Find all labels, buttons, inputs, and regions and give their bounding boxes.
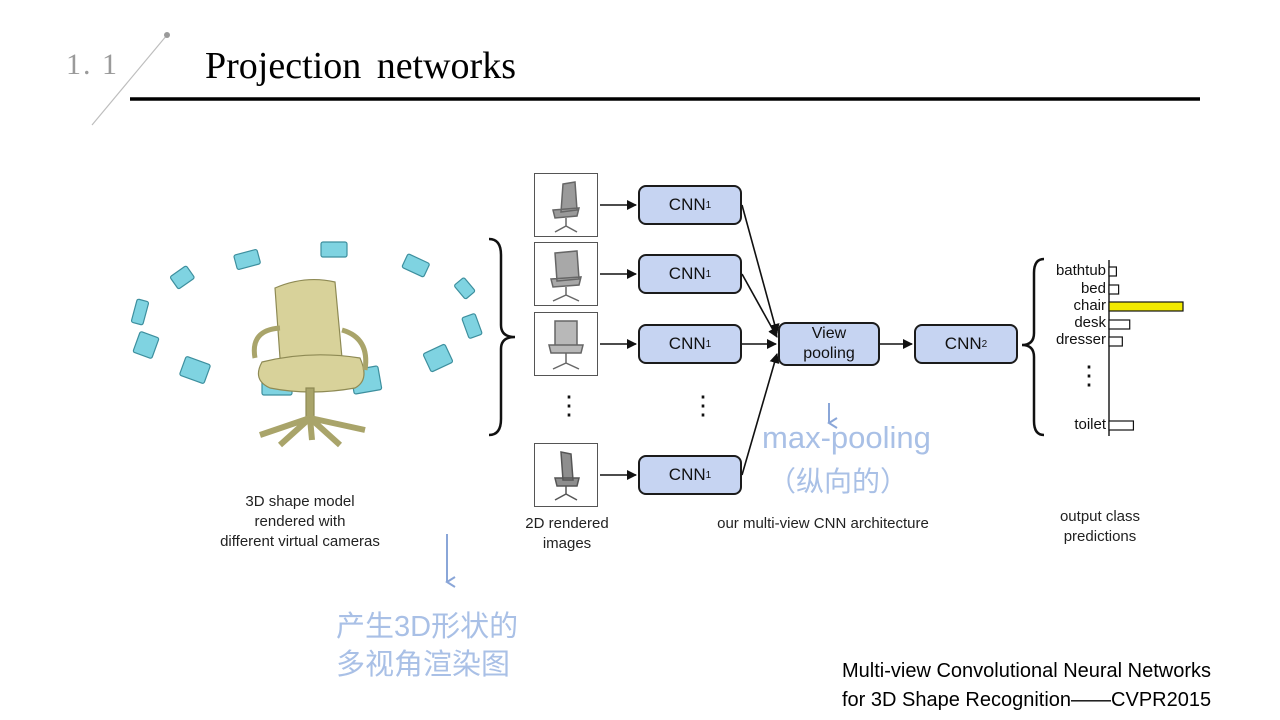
- cnn1-subscript: 1: [705, 469, 712, 481]
- max-pooling-cn-annotation: （纵向的）: [768, 466, 909, 497]
- header-diagonal-line: [91, 34, 168, 126]
- architecture-caption: our multi-view CNN architecture: [717, 515, 929, 532]
- render-cn-annotation: 产生3D形状的 多视角渲染图: [336, 608, 518, 684]
- rendered-view-4: [534, 443, 598, 507]
- prediction-bars: [1108, 260, 1184, 436]
- output-bracket: [1021, 257, 1045, 437]
- prediction-bar-bathtub: [1108, 266, 1118, 277]
- rendered-view-1: [534, 173, 598, 237]
- citation-line-2: for 3D Shape Recognition——CVPR2015: [842, 689, 1212, 711]
- prediction-bar-chair: [1108, 301, 1184, 312]
- cnn1-label: CNN: [668, 465, 706, 484]
- view-pooling-box: View pooling: [778, 322, 880, 366]
- output-caption: output class predictions: [1040, 507, 1160, 547]
- view-pooling-line-1: View: [811, 325, 847, 342]
- cnn-to-pooling-arrows: [741, 204, 913, 476]
- class-label-bed: bed: [1080, 280, 1106, 297]
- section-number: 1. 1: [66, 48, 119, 81]
- max-pooling-annotation: max-pooling: [762, 420, 931, 455]
- paper-citation: Multi-view Convolutional Neural Networks…: [842, 657, 1211, 715]
- shape-model-caption-line-3: different virtual cameras: [220, 533, 380, 550]
- shape-model-caption: 3D shape model rendered with different v…: [200, 492, 400, 552]
- cnn1-subscript: 1: [705, 268, 712, 280]
- views-ellipsis: ⋮: [556, 390, 582, 420]
- cnn2-label: CNN: [944, 334, 982, 353]
- classes-ellipsis: ⋮: [1076, 360, 1102, 390]
- cnn1-label: CNN: [668, 264, 706, 283]
- header: 1. 1 Projection networks: [0, 0, 1280, 130]
- output-caption-line-1: output class: [1059, 508, 1141, 525]
- render-cn-annotation-line-2: 多视角渲染图: [336, 649, 511, 681]
- page-title: Projection networks: [205, 45, 517, 87]
- citation-line-1: Multi-view Convolutional Neural Networks: [842, 660, 1212, 682]
- shape-model-caption-line-1: 3D shape model: [245, 493, 355, 510]
- class-label-toilet: toilet: [1074, 416, 1106, 433]
- rendered-view-3: [534, 312, 598, 376]
- rendered-images-caption: 2D rendered images: [510, 514, 624, 554]
- rendered-view-2: [534, 242, 598, 306]
- chair-with-cameras-illustration: [130, 241, 483, 448]
- view-pooling-line-2: pooling: [803, 345, 855, 362]
- shape-model-caption-line-2: rendered with: [254, 513, 346, 530]
- header-dot: [164, 32, 170, 38]
- header-decoration: [91, 32, 1200, 126]
- cnn1-subscript: 1: [705, 199, 712, 211]
- prediction-bar-toilet: [1108, 420, 1135, 431]
- input-bracket: [488, 237, 516, 437]
- class-label-dresser: dresser: [1055, 331, 1106, 348]
- class-label-bathtub: bathtub: [1055, 262, 1106, 279]
- prediction-bar-desk: [1108, 319, 1131, 330]
- rendered-images-caption-line-1: 2D rendered: [525, 515, 609, 532]
- rendered-images-caption-line-2: images: [542, 535, 592, 552]
- cnn2-subscript: 2: [981, 338, 988, 350]
- class-label-desk: desk: [1074, 314, 1106, 331]
- cnn1-label: CNN: [668, 195, 706, 214]
- chair-icon: [251, 278, 369, 448]
- cnn1-subscript: 1: [705, 338, 712, 350]
- output-caption-line-2: predictions: [1063, 528, 1137, 545]
- view-to-cnn-arrows: [600, 200, 637, 480]
- prediction-bar-bed: [1108, 284, 1120, 295]
- render-cn-annotation-line-1: 产生3D形状的: [336, 611, 519, 643]
- class-label-chair: chair: [1073, 297, 1106, 314]
- cnn-ellipsis: ⋮: [690, 390, 716, 420]
- cnn1-label: CNN: [668, 334, 706, 353]
- prediction-bar-dresser: [1108, 336, 1123, 347]
